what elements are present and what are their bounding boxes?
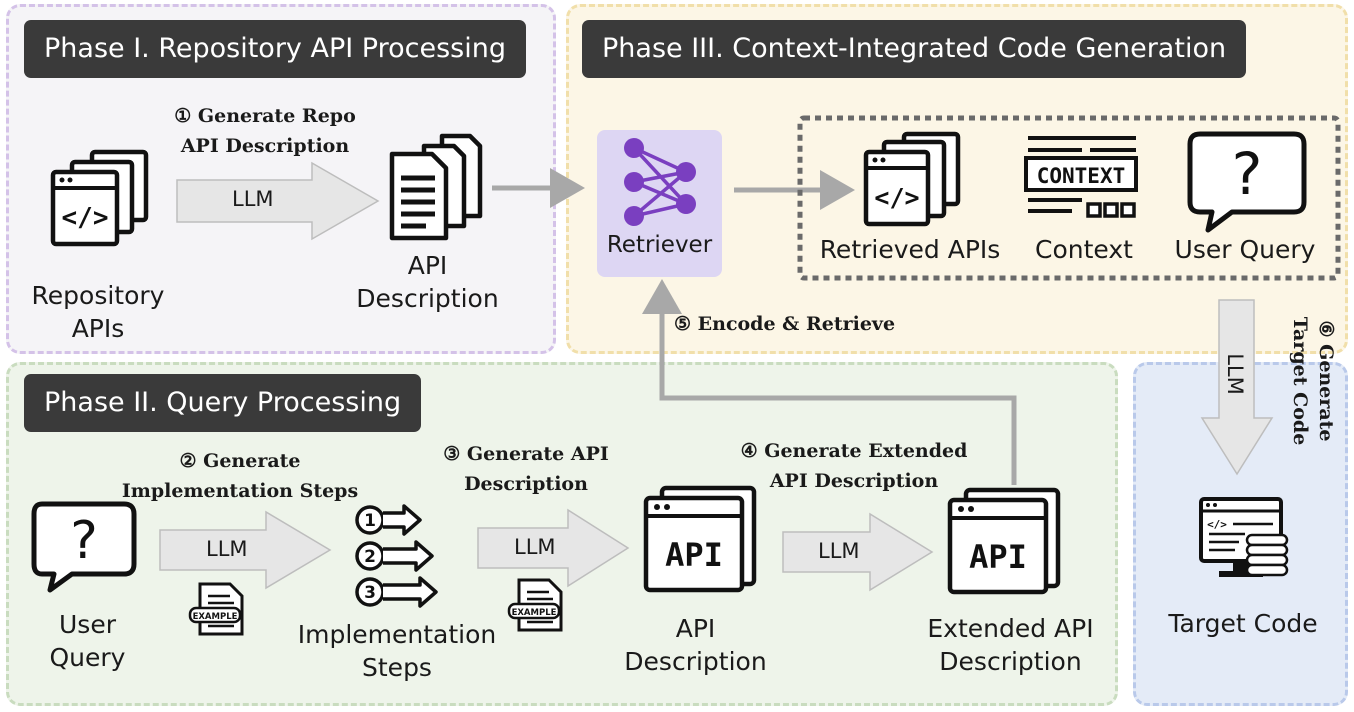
retriever-box — [597, 130, 722, 277]
llm-label-phase1: LLM — [232, 187, 274, 211]
svg-text:EXAMPLE: EXAMPLE — [512, 608, 557, 618]
user-query-question-icon: ? — [1187, 131, 1307, 233]
svg-text:API: API — [969, 538, 1027, 576]
phase2-title: Phase II. Query Processing — [24, 374, 422, 432]
llm-arrow-step3 — [477, 508, 630, 588]
context-icon-text: CONTEXT — [1037, 164, 1126, 188]
svg-text:API: API — [665, 536, 723, 574]
phase3-title: Phase III. Context-Integrated Code Gener… — [582, 20, 1247, 78]
context-label: Context — [1035, 235, 1133, 264]
retrieved-apis-icon: </> — [863, 131, 961, 227]
target-code-monitor-icon: </> — [1199, 497, 1289, 577]
implementation-steps-icon: 1 2 3 — [355, 504, 438, 608]
example-document-icon-1: EXAMPLE — [188, 582, 244, 636]
svg-text:</>: </> — [1207, 518, 1227, 531]
api-description-2-label: API Description — [624, 614, 767, 676]
svg-text:?: ? — [1232, 140, 1263, 208]
step3-label: ③ Generate API Description — [443, 443, 609, 495]
step6-label: ⑥ Generate Target Code — [1289, 316, 1337, 446]
repository-apis-label: Repository APIs — [31, 281, 165, 343]
context-icon: CONTEXT — [1024, 136, 1138, 218]
step5-label: ⑤ Encode & Retrieve — [674, 313, 896, 335]
code-glyph-text: </> — [62, 203, 109, 233]
example-document-icon-2: EXAMPLE — [507, 578, 563, 632]
user-query-3-label: User Query — [1174, 235, 1316, 264]
user-query-2-question-icon: ? — [31, 501, 137, 593]
api-window-icon-1: API — [643, 485, 757, 593]
implementation-steps-label: Implementation Steps — [297, 620, 497, 682]
connector-encode-retrieve — [642, 279, 1017, 485]
target-code-label: Target Code — [1168, 609, 1318, 638]
api-description-1-label: API Description — [356, 251, 499, 313]
llm-arrow-step6 — [1200, 299, 1274, 476]
phase1-title: Phase I. Repository API Processing — [24, 20, 526, 78]
llm-arrow-step4 — [782, 512, 934, 592]
document-stack-icon — [389, 133, 483, 241]
svg-text:EXAMPLE: EXAMPLE — [193, 612, 238, 622]
step1-label: ① Generate Repo API Description — [174, 105, 356, 157]
api-window-icon-2: API — [947, 487, 1061, 595]
svg-text:?: ? — [70, 511, 98, 571]
llm-label-step2: LLM — [206, 537, 248, 561]
llm-arrow-phase1 — [176, 161, 380, 241]
step2-label: ② Generate Implementation Steps — [121, 450, 359, 502]
retrieved-apis-label: Retrieved APIs — [819, 235, 1001, 264]
step4-label: ④ Generate Extended API Description — [740, 440, 968, 492]
context-group-box — [797, 115, 1341, 281]
extended-api-description-label: Extended API Description — [927, 614, 1094, 676]
neural-network-icon — [624, 138, 696, 226]
llm-label-step3: LLM — [514, 535, 556, 559]
user-query-2-label: User Query — [49, 610, 126, 672]
svg-text:3: 3 — [364, 583, 376, 603]
svg-text:</>: </> — [874, 183, 919, 212]
svg-text:1: 1 — [364, 511, 376, 531]
svg-text:2: 2 — [364, 547, 376, 567]
llm-label-step6: LLM — [1222, 353, 1247, 395]
retriever-label: Retriever — [606, 232, 713, 258]
llm-arrow-step2 — [159, 510, 332, 590]
llm-label-step4: LLM — [818, 539, 860, 563]
repository-apis-icon: </> — [50, 149, 149, 247]
